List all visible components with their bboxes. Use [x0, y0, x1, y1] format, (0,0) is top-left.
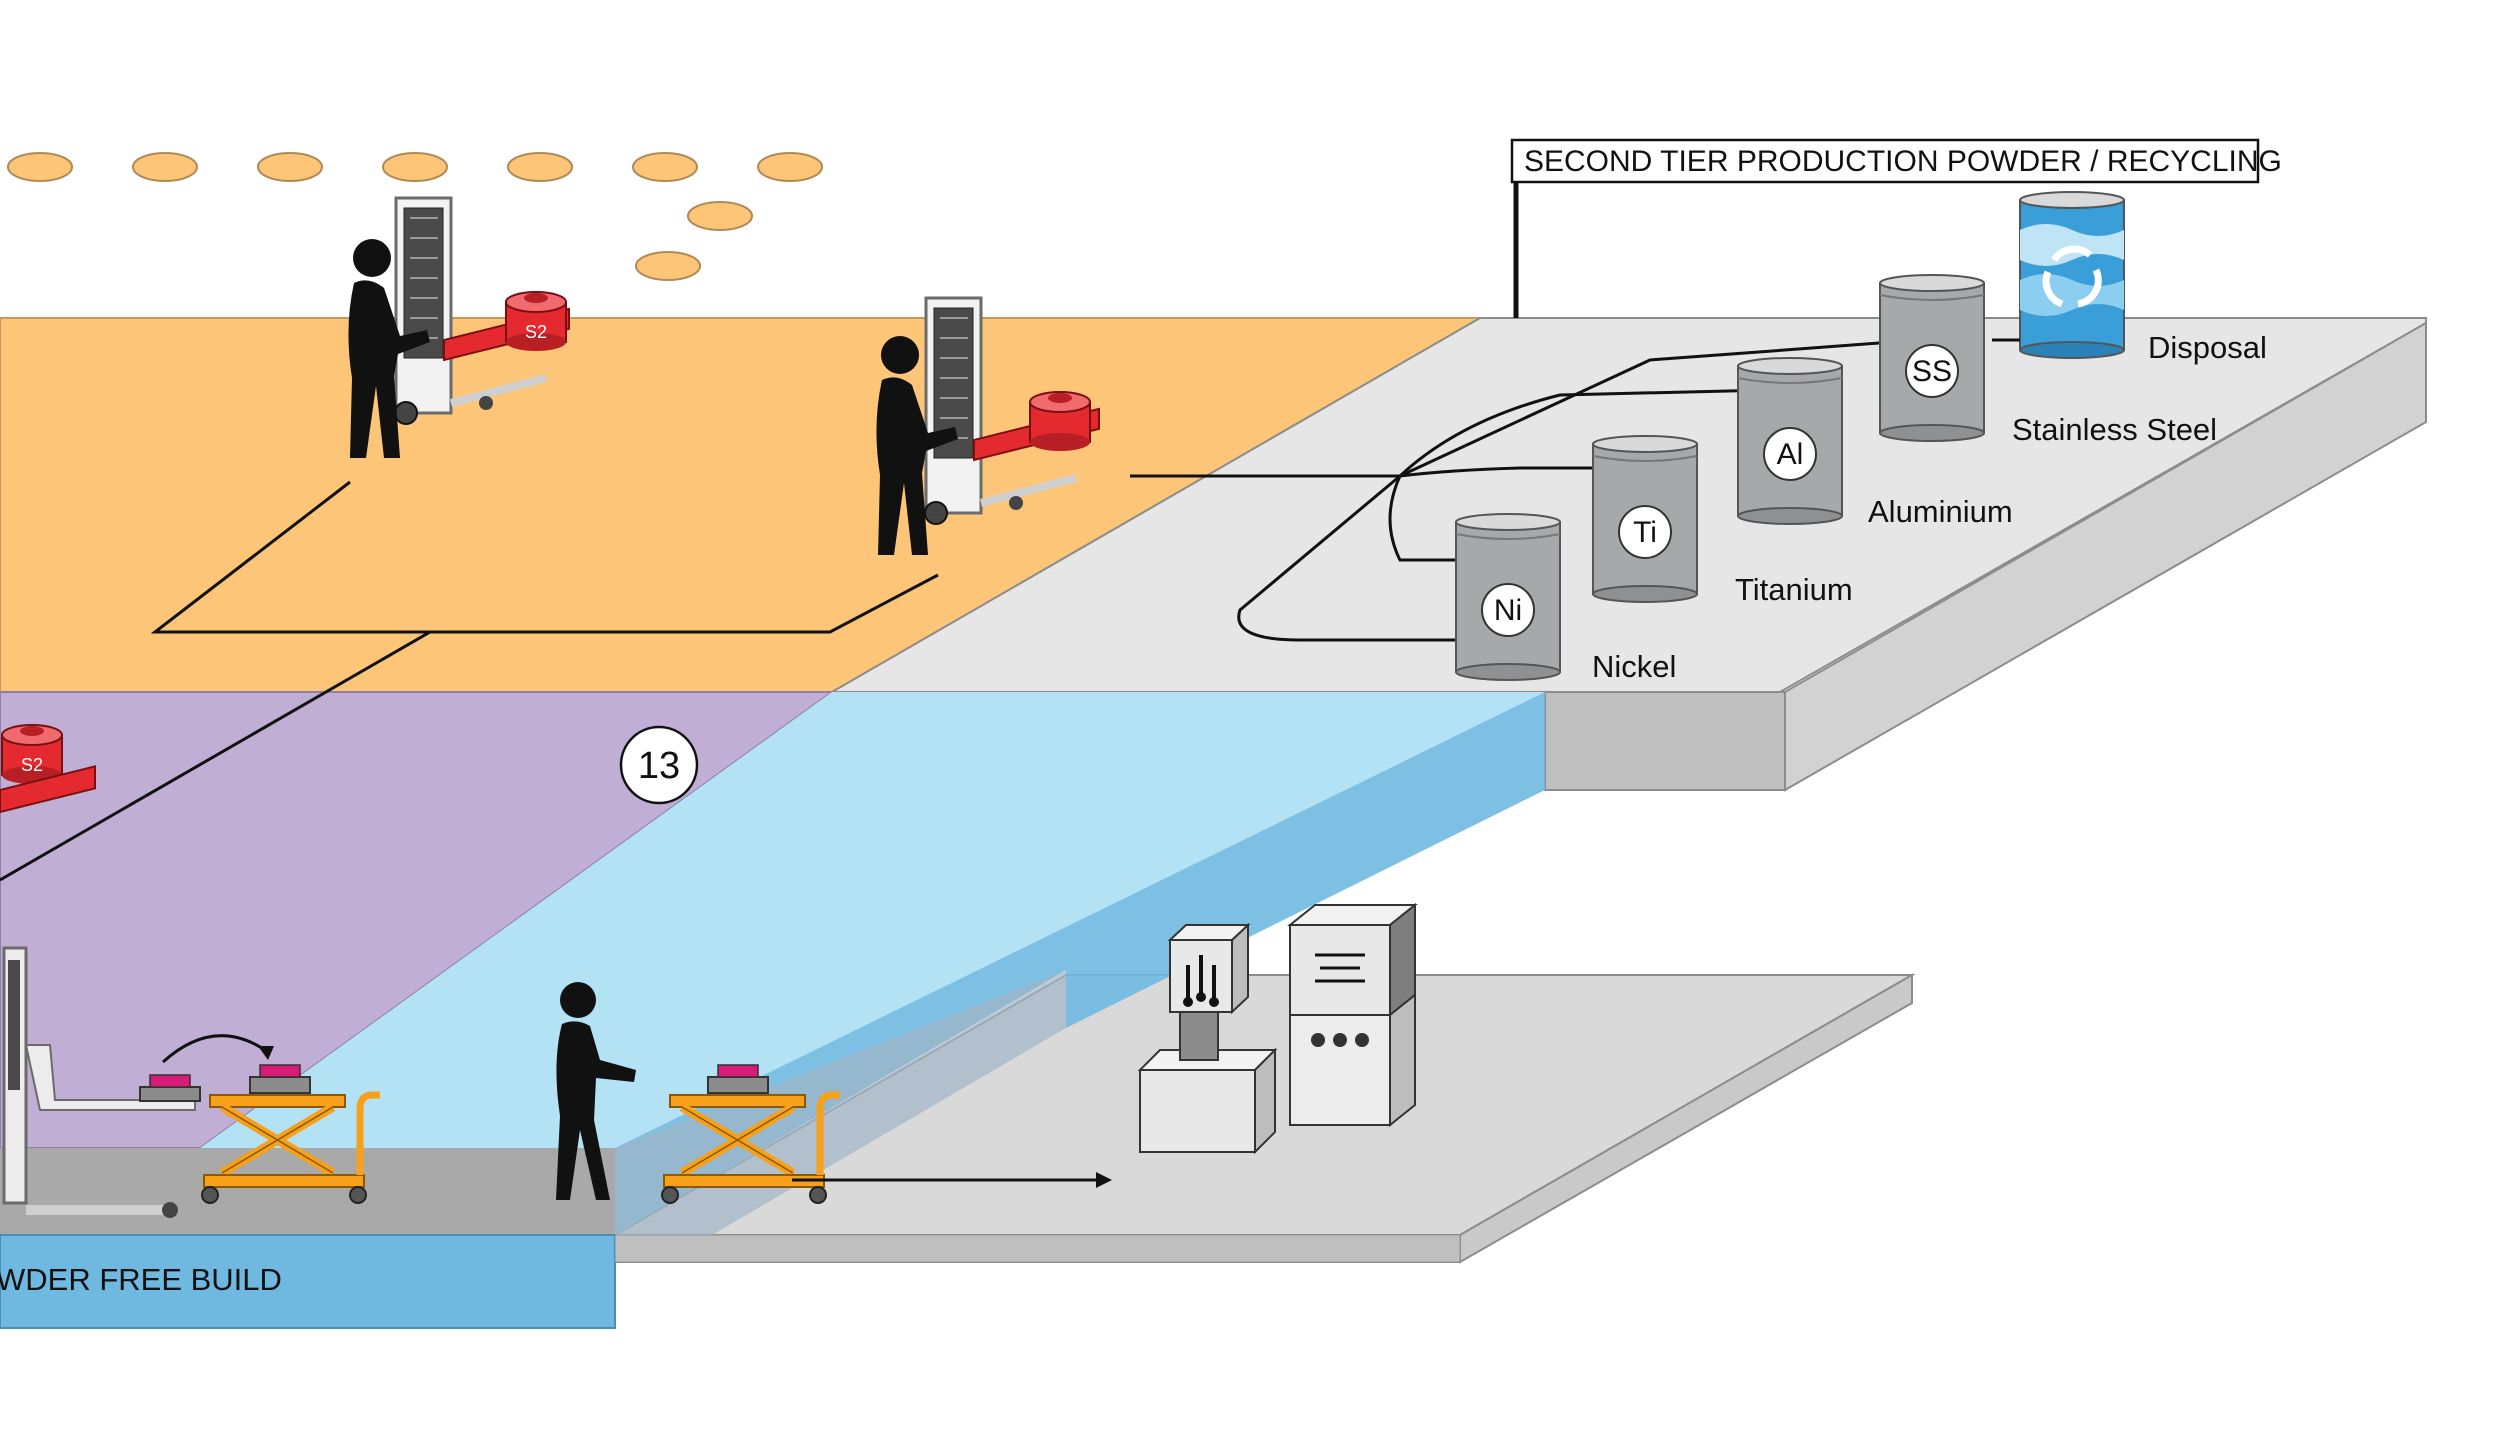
disposal-label: Disposal: [2148, 330, 2267, 365]
barrel-symbol-ss: SS: [1912, 355, 1952, 388]
barrel-titanium: Ti: [1592, 435, 1698, 603]
recycle-icon: [2042, 245, 2102, 308]
press-tools-icon: [1183, 955, 1219, 1007]
tank-label-s2-3: S2: [21, 755, 43, 775]
barrel-name-stainless-steel: Stainless Steel: [2012, 412, 2217, 447]
overlay-front-face: [615, 1235, 1460, 1262]
barrel-symbol-al: Al: [1777, 438, 1804, 471]
control-knob-1: [1311, 1033, 1325, 1047]
scatter-dots: [7, 152, 823, 281]
title-text: SECOND TIER PRODUCTION POWDER / RECYCLIN…: [1524, 145, 2282, 178]
to-machines-arrowhead: [1096, 1172, 1112, 1188]
build-plate-2: [249, 1064, 311, 1094]
stacker-3-fork: [0, 765, 96, 814]
barrel-name-nickel: Nickel: [1592, 649, 1676, 684]
barrel-name-titanium: Titanium: [1735, 572, 1853, 607]
title-callout: SECOND TIER PRODUCTION POWDER / RECYCLIN…: [1510, 138, 2282, 318]
transparent-overlay: [615, 970, 1066, 1235]
barrel-aluminium: Al: [1737, 357, 1843, 525]
control-knob-3: [1355, 1033, 1369, 1047]
barrel-nickel: Ni: [1455, 513, 1561, 681]
build-plate-3: [707, 1064, 769, 1094]
transfer-arrowhead: [258, 1046, 274, 1060]
machine-press: [1137, 922, 1278, 1155]
barrel-stainless-steel: SS: [1879, 274, 1985, 442]
step-badge: 13: [619, 725, 699, 805]
blue-front-face: [0, 1234, 616, 1329]
tank-label-s2-1: S2: [525, 322, 547, 342]
barrel-symbol-ni: Ni: [1494, 594, 1522, 627]
left-stacker-frame: [2, 946, 196, 1218]
disposal-barrel: [1992, 191, 2125, 359]
transfer-arrow: [161, 1034, 269, 1064]
zone-label: WDER FREE BUILD: [0, 1262, 282, 1297]
tank-s2-1: S2: [505, 291, 567, 352]
tank-s2-3: S2: [1, 724, 63, 785]
barrel-name-aluminium: Aluminium: [1868, 494, 2013, 529]
blue-zone-edge: [615, 692, 1545, 1235]
machine-cabinet: [1287, 902, 1418, 1128]
step-number: 13: [638, 745, 680, 787]
build-plate-1: [139, 1074, 201, 1102]
floor-route-lines: [0, 480, 939, 882]
tank-s2-2: [1029, 391, 1091, 452]
control-knob-2: [1333, 1033, 1347, 1047]
barrel-symbol-ti: Ti: [1633, 516, 1657, 549]
vent-icon: [1315, 953, 1365, 983]
distribution-cables: [1130, 338, 1921, 642]
blue-zone: [200, 692, 1545, 1148]
